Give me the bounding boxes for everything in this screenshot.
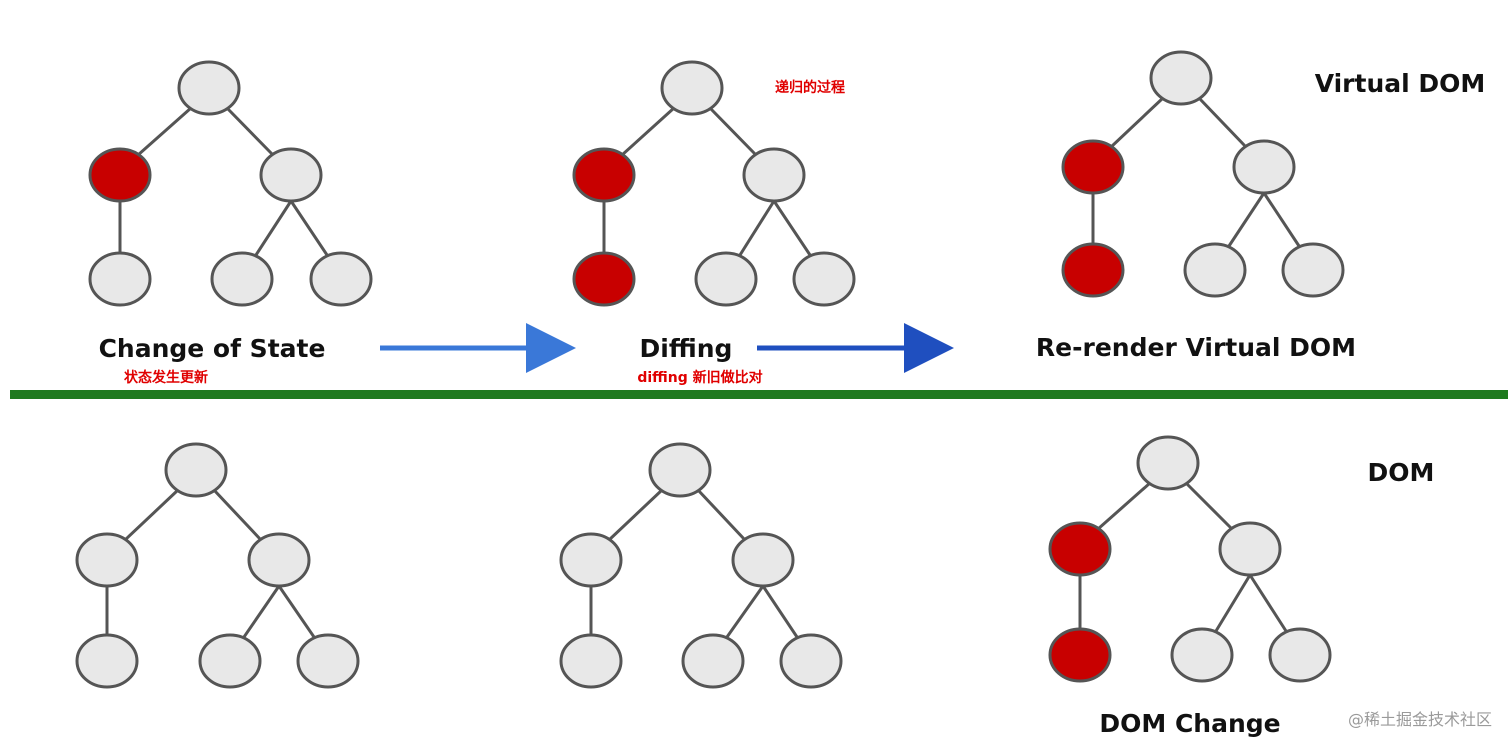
tree-edge	[1184, 481, 1234, 531]
step-change-of-state: Change of State	[99, 334, 326, 363]
tree-node-right	[259, 147, 323, 203]
tree-dom-2	[559, 442, 843, 689]
tree-node-root	[177, 60, 241, 116]
tree-node-right	[247, 532, 311, 588]
tree-node-right-child-1	[694, 251, 758, 307]
tree-dom-1	[75, 442, 360, 689]
tree-vdom-3	[1061, 50, 1345, 298]
tree-edge	[607, 488, 664, 542]
tree-edge	[620, 106, 676, 157]
tree-edge	[225, 106, 275, 157]
tree-dom-3	[1048, 435, 1332, 683]
tree-node-right	[1218, 521, 1282, 577]
tree-edge	[254, 200, 293, 256]
tree-node-right	[1232, 139, 1296, 195]
tree-node-left	[1061, 139, 1125, 195]
tree-node-left	[88, 147, 152, 203]
tree-node-right	[742, 147, 806, 203]
tree-node-left-child	[1061, 242, 1125, 298]
tree-node-right-child-2	[296, 633, 360, 689]
watermark-text: @稀土掘金技术社区	[1348, 710, 1492, 729]
tree-edge	[772, 200, 812, 256]
tree-edge	[761, 585, 799, 638]
tree-node-root	[164, 442, 228, 498]
tree-edge	[738, 200, 776, 256]
tree-edge	[277, 585, 316, 638]
tree-edge	[137, 106, 192, 157]
tree-edge	[242, 585, 281, 638]
tree-node-right-child-2	[1281, 242, 1345, 298]
tree-edge	[696, 488, 747, 542]
tree-edge	[289, 200, 329, 256]
tree-node-right-child-2	[309, 251, 373, 307]
tree-node-right-child-1	[210, 251, 274, 307]
tree-edge	[1109, 96, 1165, 149]
step-rerender: Re-render Virtual DOM	[1036, 333, 1356, 362]
tree-node-root	[660, 60, 724, 116]
tree-node-right	[731, 532, 795, 588]
tree-edge	[725, 585, 765, 638]
tree-node-right-child-1	[1170, 627, 1234, 683]
step-change-of-state-note: 状态发生更新	[124, 369, 208, 386]
trees-group	[75, 50, 1345, 689]
tree-node-right-child-1	[198, 633, 262, 689]
tree-edge	[212, 488, 263, 542]
tree-node-left-child	[88, 251, 152, 307]
step-dom-change: DOM Change	[1099, 709, 1280, 738]
step-diffing: Diffing	[640, 334, 733, 363]
tree-node-right-child-1	[681, 633, 745, 689]
step-diffing-recursive-note: 递归的过程	[775, 79, 845, 96]
tree-edge	[123, 488, 180, 542]
tree-node-left	[572, 147, 636, 203]
tree-edge	[1214, 574, 1252, 632]
step-diffing-note: diffing 新旧做比对	[637, 369, 762, 386]
tree-node-root	[1136, 435, 1200, 491]
tree-node-right-child-1	[1183, 242, 1247, 298]
tree-edge	[1197, 96, 1248, 149]
tree-node-left	[1048, 521, 1112, 577]
tree-node-left-child	[75, 633, 139, 689]
tree-edge	[1227, 192, 1266, 247]
tree-edge	[708, 106, 758, 157]
tree-vdom-2	[572, 60, 856, 307]
tree-node-left	[559, 532, 623, 588]
tree-vdom-1	[88, 60, 373, 307]
tree-node-left	[75, 532, 139, 588]
tree-node-left-child	[572, 251, 636, 307]
virtual-dom-title: Virtual DOM	[1315, 69, 1486, 98]
tree-edge	[1248, 574, 1288, 632]
tree-node-left-child	[559, 633, 623, 689]
tree-node-right-child-2	[792, 251, 856, 307]
dom-title: DOM	[1368, 458, 1435, 487]
section-divider	[10, 390, 1508, 399]
tree-node-right-child-2	[1268, 627, 1332, 683]
tree-edge	[1097, 481, 1151, 531]
tree-node-left-child	[1048, 627, 1112, 683]
tree-edge	[1262, 192, 1301, 247]
tree-node-root	[1149, 50, 1213, 106]
tree-node-right-child-2	[779, 633, 843, 689]
tree-node-root	[648, 442, 712, 498]
